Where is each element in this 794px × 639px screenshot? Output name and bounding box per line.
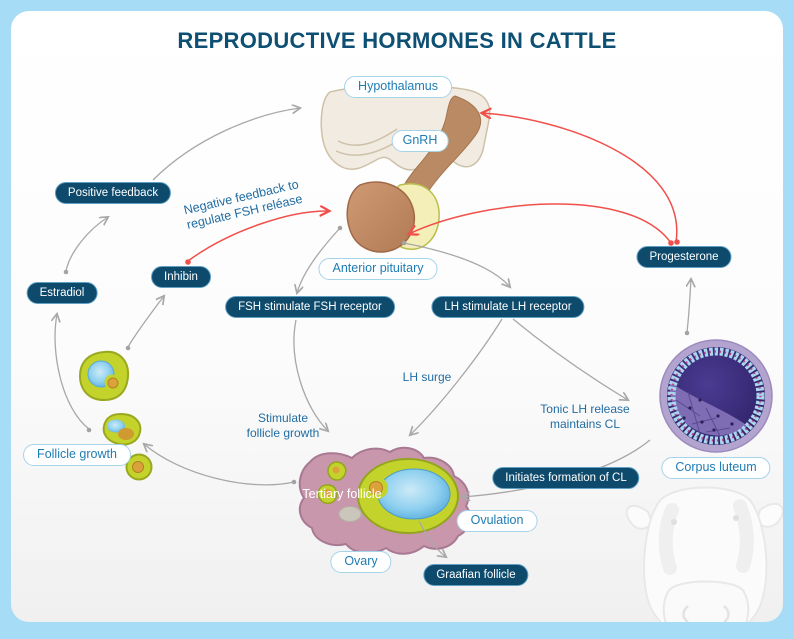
initiates-formation-cl-pill: Initiates formation of CL xyxy=(492,467,640,489)
cow-watermark-icon xyxy=(625,486,783,622)
follicle-growth-illustration xyxy=(78,350,153,481)
anterior-pituitary-label: Anterior pituitary xyxy=(318,258,438,280)
progesterone-pill: Progesterone xyxy=(636,246,732,268)
stimulate-growth-line2: follicle growth xyxy=(246,426,320,440)
tonic-lh-line2: maintains CL xyxy=(549,417,621,431)
diagram-artwork xyxy=(11,85,783,622)
diagram-title: REPRODUCTIVE HORMONES IN CATTLE xyxy=(177,28,617,53)
red-arrow-dots xyxy=(185,239,680,265)
estradiol-pill: Estradiol xyxy=(26,282,98,304)
tonic-lh-annotation: Tonic LH release maintains CL xyxy=(540,402,629,432)
gray-arrow-dots xyxy=(63,225,690,485)
ovulation-label: Ovulation xyxy=(456,510,538,532)
pituitary-illustration xyxy=(346,181,440,253)
red-arrows xyxy=(187,113,678,262)
graafian-follicle-pill: Graafian follicle xyxy=(423,564,529,586)
tertiary-follicle-annotation: Tertiary follicle xyxy=(302,487,382,501)
stimulate-growth-line1: Stimulate xyxy=(257,411,309,425)
corpus-luteum-illustration xyxy=(659,339,773,453)
hypothalamus-label: Hypothalamus xyxy=(344,76,452,98)
ovary-illustration xyxy=(298,446,472,555)
tonic-lh-line1: Tonic LH release xyxy=(540,402,630,416)
inhibin-pill: Inhibin xyxy=(151,266,211,288)
corpus-luteum-label: Corpus luteum xyxy=(661,457,771,479)
follicle-growth-label: Follicle growth xyxy=(23,444,131,466)
ovary-label: Ovary xyxy=(330,551,392,573)
positive-feedback-pill: Positive feedback xyxy=(54,182,172,204)
lh-surge-annotation: LH surge xyxy=(402,370,452,384)
fsh-receptor-pill: FSH stimulate FSH receptor xyxy=(225,296,395,318)
diagram-panel xyxy=(11,11,783,622)
lh-receptor-pill: LH stimulate LH receptor xyxy=(431,296,585,318)
stimulate-growth-annotation: Stimulate follicle growth xyxy=(247,411,320,441)
gnrh-label: GnRH xyxy=(391,130,449,152)
